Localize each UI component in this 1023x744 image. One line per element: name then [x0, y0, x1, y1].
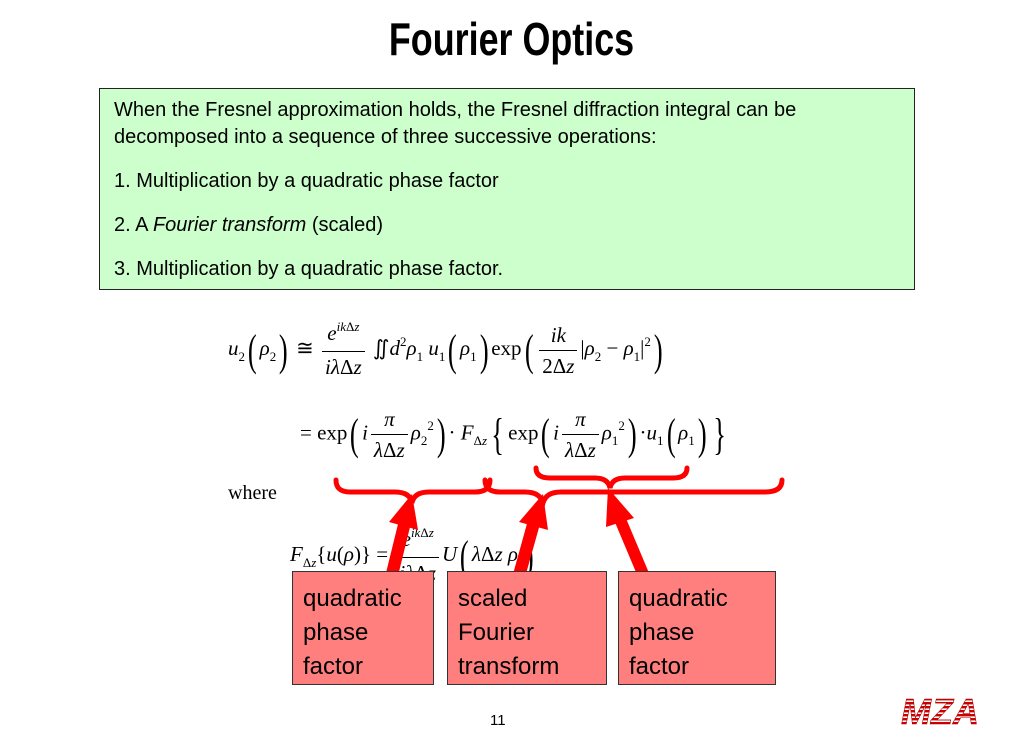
brace-left: [333, 477, 493, 504]
label-line: phase: [629, 619, 695, 646]
page-number: 11: [490, 712, 506, 729]
step-2: 2. A Fourier transform (scaled): [114, 212, 900, 239]
label-line: factor: [629, 653, 690, 680]
brace-right: [533, 465, 690, 489]
mza-logo: MZA: [901, 694, 980, 728]
logo-text: MZA: [901, 694, 979, 728]
arrow-left-head: [389, 494, 418, 530]
summary-box: When the Fresnel approximation holds, th…: [99, 88, 915, 290]
label-line: scaled: [458, 585, 528, 612]
label-scaled-fourier: scaled Fourier transform: [447, 571, 607, 685]
step-2-prefix: 2. A: [114, 214, 153, 236]
intro-text: When the Fresnel approximation holds, th…: [114, 99, 797, 148]
arrow-right-shaft: [614, 516, 649, 577]
step-1: 1. Multiplication by a quadratic phase f…: [114, 170, 499, 192]
label-line: transform: [458, 653, 560, 680]
arrow-middle-head: [519, 494, 548, 530]
arrow-right-head: [606, 488, 634, 527]
label-line: quadratic: [629, 585, 728, 612]
label-line: factor: [303, 653, 364, 680]
where-text: where: [228, 482, 277, 504]
label-line: phase: [303, 619, 369, 646]
label-quadratic-phase-left: quadratic phase factor: [292, 571, 434, 685]
step-2-italic: Fourier transform: [152, 214, 307, 236]
label-line: quadratic: [303, 585, 402, 612]
label-quadratic-phase-right: quadratic phase factor: [618, 571, 776, 685]
label-line: Fourier: [458, 619, 535, 646]
slide-title: Fourier Optics: [388, 13, 635, 65]
step-3: 3. Multiplication by a quadratic phase f…: [114, 258, 504, 280]
brace-middle: [482, 477, 785, 513]
step-2-suffix: (scaled): [306, 214, 384, 236]
